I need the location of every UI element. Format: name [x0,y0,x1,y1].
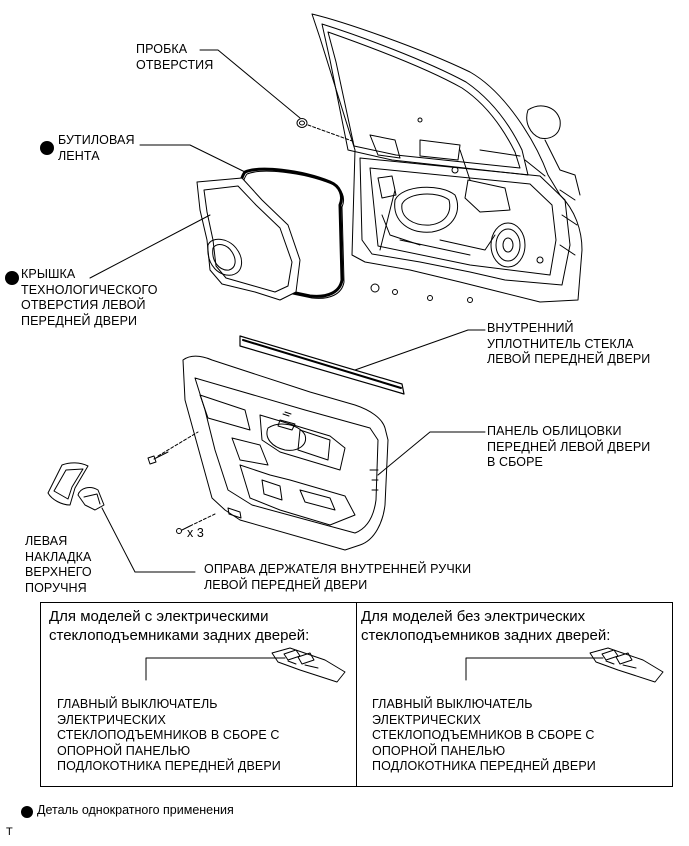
armrest-cover-drawing [47,462,89,506]
label-armrest-cover: ЛЕВАЯ НАКЛАДКА ВЕРХНЕГО ПОРУЧНЯ [25,534,92,595]
weatherstrip-leader [354,329,486,371]
legend-one-time-use-icon [21,806,33,818]
trim-panel-leader [377,431,486,476]
service-hole-cover-drawing [196,177,301,301]
label-butyl-tape: БУТИЛОВАЯ ЛЕНТА [58,133,135,163]
switch-drawing-left [145,647,346,683]
clip-drawing-upper [147,431,199,465]
service-hole-cover-leader [89,214,211,279]
clip-drawing-lower [176,513,216,534]
corner-mark: T [6,826,13,838]
butyl-tape-leader [139,144,246,173]
one-time-use-marker-cover [5,271,19,285]
label-inner-weatherstrip: ВНУТРЕННИЙ УПЛОТНИТЕЛЬ СТЕКЛА ЛЕВОЙ ПЕРЕ… [487,321,651,366]
variant-left-part-label: ГЛАВНЫЙ ВЫКЛЮЧАТЕЛЬ ЭЛЕКТРИЧЕСКИХ СТЕКЛО… [57,697,281,773]
variant-left-title: Для моделей с электрическими стеклоподъе… [49,608,310,644]
label-hole-plug: ПРОБКА ОТВЕРСТИЯ [136,42,214,72]
inner-weatherstrip-drawing [239,335,405,395]
label-handle-bezel: ОПРАВА ДЕРЖАТЕЛЯ ВНУТРЕННЕЙ РУЧКИ ЛЕВОЙ … [204,562,472,592]
hole-plug-drawing [296,118,356,143]
label-clip-count: x 3 [187,526,204,540]
legend-text: Деталь однократного применения [37,803,234,817]
variant-right-title: Для моделей без электрических стеклоподъ… [361,608,611,644]
door-frame-drawing [311,13,583,303]
label-service-hole-cover: КРЫШКА ТЕХНОЛОГИЧЕСКОГО ОТВЕРСТИЯ ЛЕВОЙ … [21,267,158,328]
label-trim-panel: ПАНЕЛЬ ОБЛИЦОВКИ ПЕРЕДНЕЙ ЛЕВОЙ ДВЕРИ В … [487,424,651,469]
plug-leader [199,49,301,119]
variant-box-right [356,602,673,787]
variant-right-part-label: ГЛАВНЫЙ ВЫКЛЮЧАТЕЛЬ ЭЛЕКТРИЧЕСКИХ СТЕКЛО… [372,697,596,773]
one-time-use-marker-butyl [40,141,54,155]
door-trim-panel-drawing [182,355,389,551]
handle-bezel-drawing [77,487,105,511]
switch-drawing-right [465,647,664,683]
handle-bezel-leader [101,507,196,573]
